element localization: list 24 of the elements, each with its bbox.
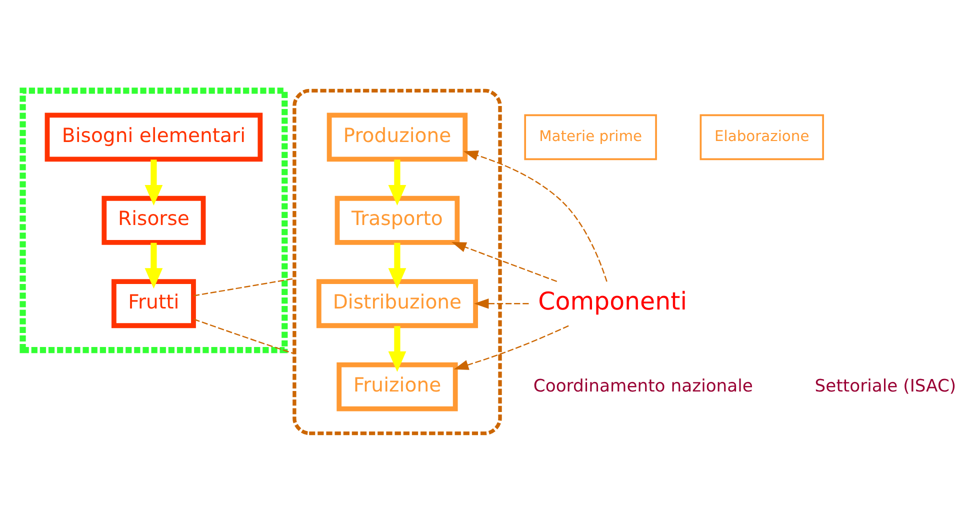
label: Settoriale (ISAC) (814, 376, 956, 396)
arrow (454, 324, 569, 370)
arrow (463, 150, 608, 282)
node-box: Risorse (102, 195, 206, 244)
node-box: Trasporto (334, 195, 460, 244)
arrow (452, 241, 558, 282)
node-box: Produzione (326, 112, 468, 162)
node-text: Componenti (538, 286, 688, 316)
arrow (144, 242, 163, 288)
cluster (20, 87, 288, 353)
node-box: Elaborazione (700, 114, 824, 160)
arrow (144, 159, 163, 205)
node-box: Materie prime (524, 114, 657, 160)
label: Coordinamento nazionale (533, 376, 753, 396)
connector (194, 277, 295, 296)
node-box: Fruizione (336, 362, 458, 411)
node-box: Frutti (112, 278, 196, 328)
node-box: Bisogni elementari (44, 112, 263, 162)
arrow (388, 242, 406, 288)
node-box: Distribuzione (316, 278, 478, 328)
cluster (292, 88, 502, 435)
arrow (474, 298, 529, 308)
arrow (388, 159, 406, 205)
arrow (388, 326, 406, 372)
